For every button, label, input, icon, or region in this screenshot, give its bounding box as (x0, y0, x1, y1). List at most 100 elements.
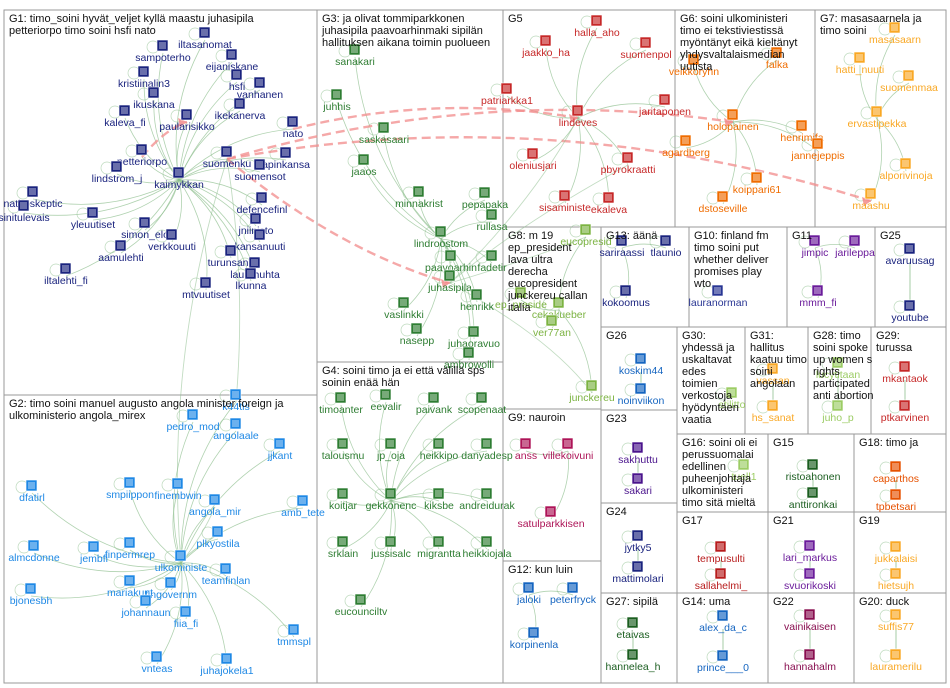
node-noinviikon[interactable]: noinviikon (618, 382, 665, 407)
node-prince-0[interactable]: prince___0 (697, 649, 749, 674)
node-hatti-nuuti[interactable]: hatti_nuuti (836, 51, 884, 76)
node-jannejeppis[interactable]: jannejeppis (790, 137, 845, 162)
node-vaslinkki[interactable]: vaslinkki (384, 296, 424, 321)
node-sakhuttu[interactable]: sakhuttu (618, 441, 658, 466)
node-eijaniskane[interactable]: eijaniskane (206, 48, 259, 73)
node-juhasipila[interactable]: juhasipila (427, 269, 472, 294)
node-jjkant[interactable]: jjkant (267, 437, 293, 462)
node-smpiippon[interactable]: smpiippon (106, 476, 154, 501)
node-suomenku[interactable]: suomenku (203, 145, 252, 170)
node-lari-markus[interactable]: lari_markus (783, 539, 837, 564)
node-angola-mir[interactable]: angola_mir (189, 493, 241, 518)
node-koskim44[interactable]: koskim44 (619, 352, 664, 377)
node-alporivinoja[interactable]: alporivinoja (879, 157, 933, 182)
node-stilitto[interactable]: stilitto (719, 386, 746, 411)
node-ep-preside[interactable]: ep_preside (495, 286, 547, 311)
node-fiia-fi[interactable]: fiia_fi (174, 605, 199, 630)
node-kaleva-fi[interactable]: kaleva_fi (104, 104, 146, 129)
node-gekkonenc[interactable]: gekkonenc (366, 487, 417, 512)
node-heikkipo[interactable]: heikkipo (420, 437, 459, 462)
node-jp-oja[interactable]: jp_oja (376, 437, 405, 462)
node-avaruusag[interactable]: avaruusag (885, 242, 935, 267)
node-talousmu[interactable]: talousmu (322, 437, 365, 462)
node-ulkoministe[interactable]: ulkoministe (155, 549, 208, 574)
node-maashu[interactable]: maashu (852, 187, 890, 212)
node-masasaarn[interactable]: masasaarn (869, 21, 921, 46)
node-minnakrist[interactable]: minnakrist (395, 185, 443, 210)
node-paularisikko[interactable]: paularisikko (159, 108, 215, 133)
node-hsfi[interactable]: hsfi (229, 68, 245, 93)
node-sariraassi[interactable]: sariraassi (600, 234, 645, 259)
node-kansanuuti[interactable]: kansanuuti (235, 228, 286, 253)
node-aamulehti[interactable]: aamulehti (98, 239, 144, 264)
node-pepapaka[interactable]: pepapaka (462, 186, 508, 211)
node-ristoahonen[interactable]: ristoahonen (786, 458, 841, 483)
node-k44tis[interactable]: k44tis (222, 388, 250, 413)
node-lucytitaan[interactable]: lucytitaan (816, 356, 861, 381)
node-oleniusjari[interactable]: oleniusjari (509, 147, 557, 172)
node-juho-p[interactable]: juho_p (821, 399, 854, 424)
node-sampoterho[interactable]: sampoterho (135, 39, 191, 64)
node-plkyostila[interactable]: plkyostila (196, 525, 240, 550)
node-kristiinalin3[interactable]: kristiinalin3 (118, 65, 170, 90)
node-ambrowolli[interactable]: ambrowolli (444, 346, 494, 371)
node-koitjar[interactable]: koitjar (329, 487, 358, 512)
node-paavoarhin[interactable]: paavoarhin (425, 249, 477, 274)
node-ekaleva[interactable]: ekaleva (591, 191, 627, 216)
node-defencefinl[interactable]: defencefinl (237, 191, 288, 216)
node-suomensot[interactable]: suomensot (234, 158, 286, 183)
node-lindstrom-j[interactable]: lindstrom_j (92, 160, 143, 185)
node-holopainen[interactable]: holopainen (707, 108, 759, 133)
node-hietsujh[interactable]: hietsujh (878, 567, 914, 592)
node-koippari61[interactable]: koippari61 (733, 171, 782, 196)
node-amb-tete[interactable]: amb_tete (281, 494, 325, 519)
node-iltalehti-fi[interactable]: iltalehti_fi (44, 262, 88, 287)
node-junckereu[interactable]: junckereu (568, 379, 615, 404)
node-finpermrep[interactable]: finpermrep (105, 536, 155, 561)
node-srklain[interactable]: srklain (328, 535, 359, 560)
node-dstoseville[interactable]: dstoseville (698, 190, 748, 215)
node-teamfinlan[interactable]: teamfinlan (202, 562, 251, 587)
node-johannaun[interactable]: johannaun (120, 594, 171, 619)
node-suomenpol[interactable]: suomenpol (620, 36, 672, 61)
node-jaloki[interactable]: jaloki (516, 581, 541, 606)
node-youtube[interactable]: youtube (891, 299, 929, 324)
node-iltasanomat[interactable]: iltasanomat (178, 26, 232, 51)
node-tmmspl[interactable]: tmmspl (277, 623, 311, 648)
node-vanhanen[interactable]: vanhanen (237, 76, 283, 101)
node-fingovernm[interactable]: fingovernm (145, 576, 197, 601)
node-angolaale[interactable]: angolaale (213, 417, 259, 442)
node-ikuskana[interactable]: ikuskana (133, 86, 175, 111)
node-sisaministe[interactable]: sisaministe (539, 189, 591, 214)
node-timoanter[interactable]: timoanter (319, 391, 363, 416)
node-juhajokela1[interactable]: juhajokela1 (199, 652, 254, 677)
node-vassan[interactable]: vassan (756, 362, 790, 387)
node-mmm-fi[interactable]: mmm_fi (799, 284, 837, 309)
node-saskasaari[interactable]: saskasaari (359, 121, 409, 146)
node-ikekanerva[interactable]: ikekanerva (215, 97, 266, 122)
node-ptkarvinen[interactable]: ptkarvinen (881, 399, 930, 424)
node-patriarkka1[interactable]: patriarkka1 (481, 82, 533, 107)
node-eucounciltv[interactable]: eucounciltv (335, 593, 388, 618)
node-jussisalc[interactable]: jussisalc (370, 535, 411, 560)
node-suffis77[interactable]: suffis77 (878, 608, 914, 633)
node-apinkansa[interactable]: apinkansa (262, 146, 310, 171)
node-turunsano[interactable]: turunsano (208, 244, 255, 269)
node-hs-sanat[interactable]: hs_sanat (752, 399, 795, 424)
node-andreidurak[interactable]: andreidurak (459, 487, 515, 512)
node-fadetir[interactable]: fadetir (477, 249, 507, 274)
node-sanakari[interactable]: sanakari (335, 43, 375, 68)
node-jukkalaisi[interactable]: jukkalaisi (874, 540, 918, 565)
node-jimpic[interactable]: jimpic (801, 234, 829, 259)
node-eucopresid[interactable]: eucopresid (560, 223, 612, 248)
node-lauramerilu[interactable]: lauramerilu (870, 648, 922, 673)
node-heikkiojala[interactable]: heikkiojala (462, 535, 512, 560)
node-mkantaok[interactable]: mkantaok (882, 360, 929, 385)
node-tlaunio[interactable]: tlaunio (651, 234, 682, 259)
node-sallahelmi[interactable]: sallahelmi_ (695, 567, 748, 592)
node-alex-da-c[interactable]: alex_da_c (699, 609, 747, 634)
node-caparthos[interactable]: caparthos (873, 460, 919, 485)
node-sakari[interactable]: sakari (624, 472, 652, 497)
node-jaaos[interactable]: jaaos (350, 153, 377, 178)
node-rullasa[interactable]: rullasa (477, 208, 508, 233)
